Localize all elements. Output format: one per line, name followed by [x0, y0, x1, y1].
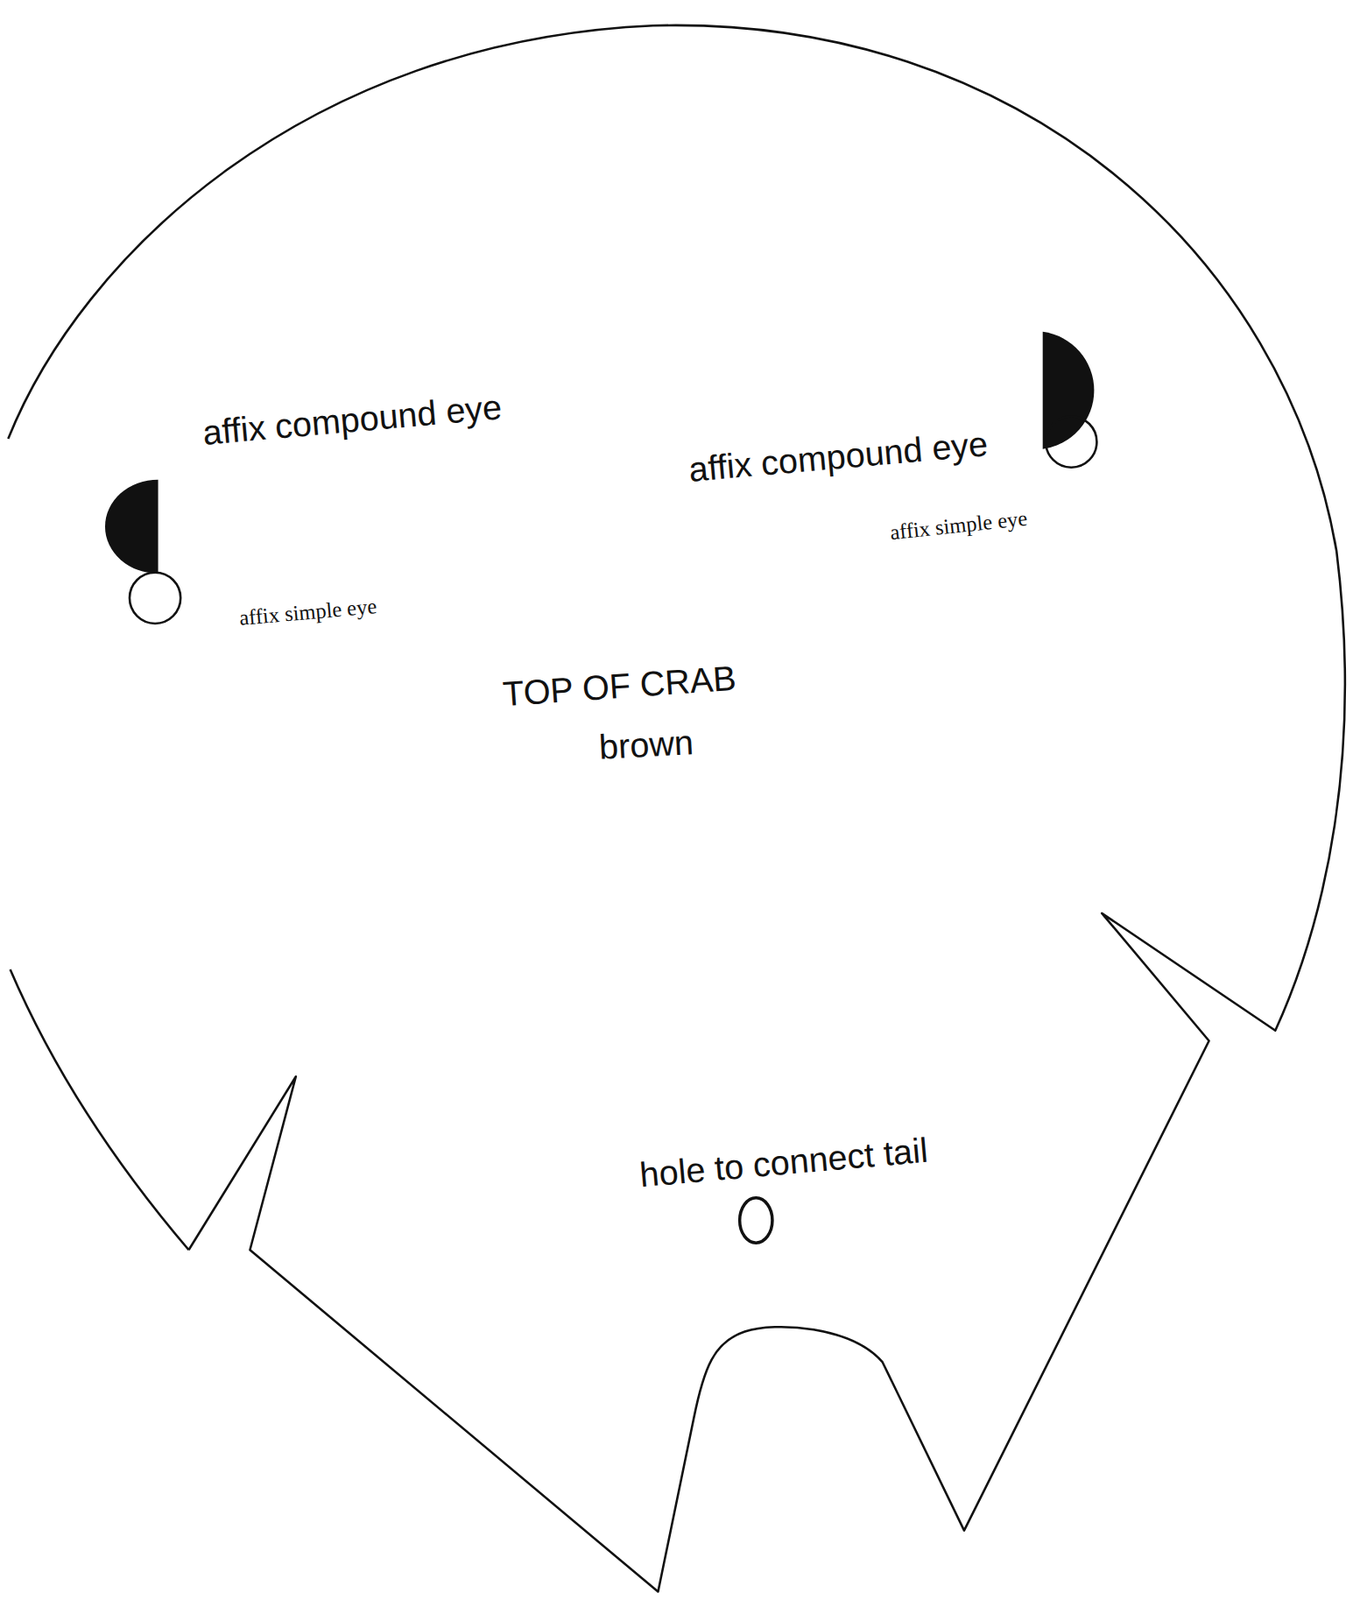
instruction-label: affix compound eye — [687, 424, 990, 489]
simple-eye-right — [1045, 415, 1097, 467]
instruction-label: hole to connect tail — [637, 1131, 930, 1195]
compound-eye-right — [1042, 331, 1095, 450]
instruction-label: affix simple eye — [238, 594, 378, 631]
tail-hole — [739, 1197, 773, 1243]
crab-shell-outline — [7, 25, 1346, 1593]
instruction-label: TOP OF CRAB — [501, 659, 738, 714]
instruction-label: brown — [598, 723, 695, 767]
instruction-label: affix simple eye — [888, 506, 1029, 544]
instruction-label: affix compound eye — [200, 387, 503, 452]
simple-eye-left — [129, 572, 181, 624]
compound-eye-left — [105, 479, 159, 574]
